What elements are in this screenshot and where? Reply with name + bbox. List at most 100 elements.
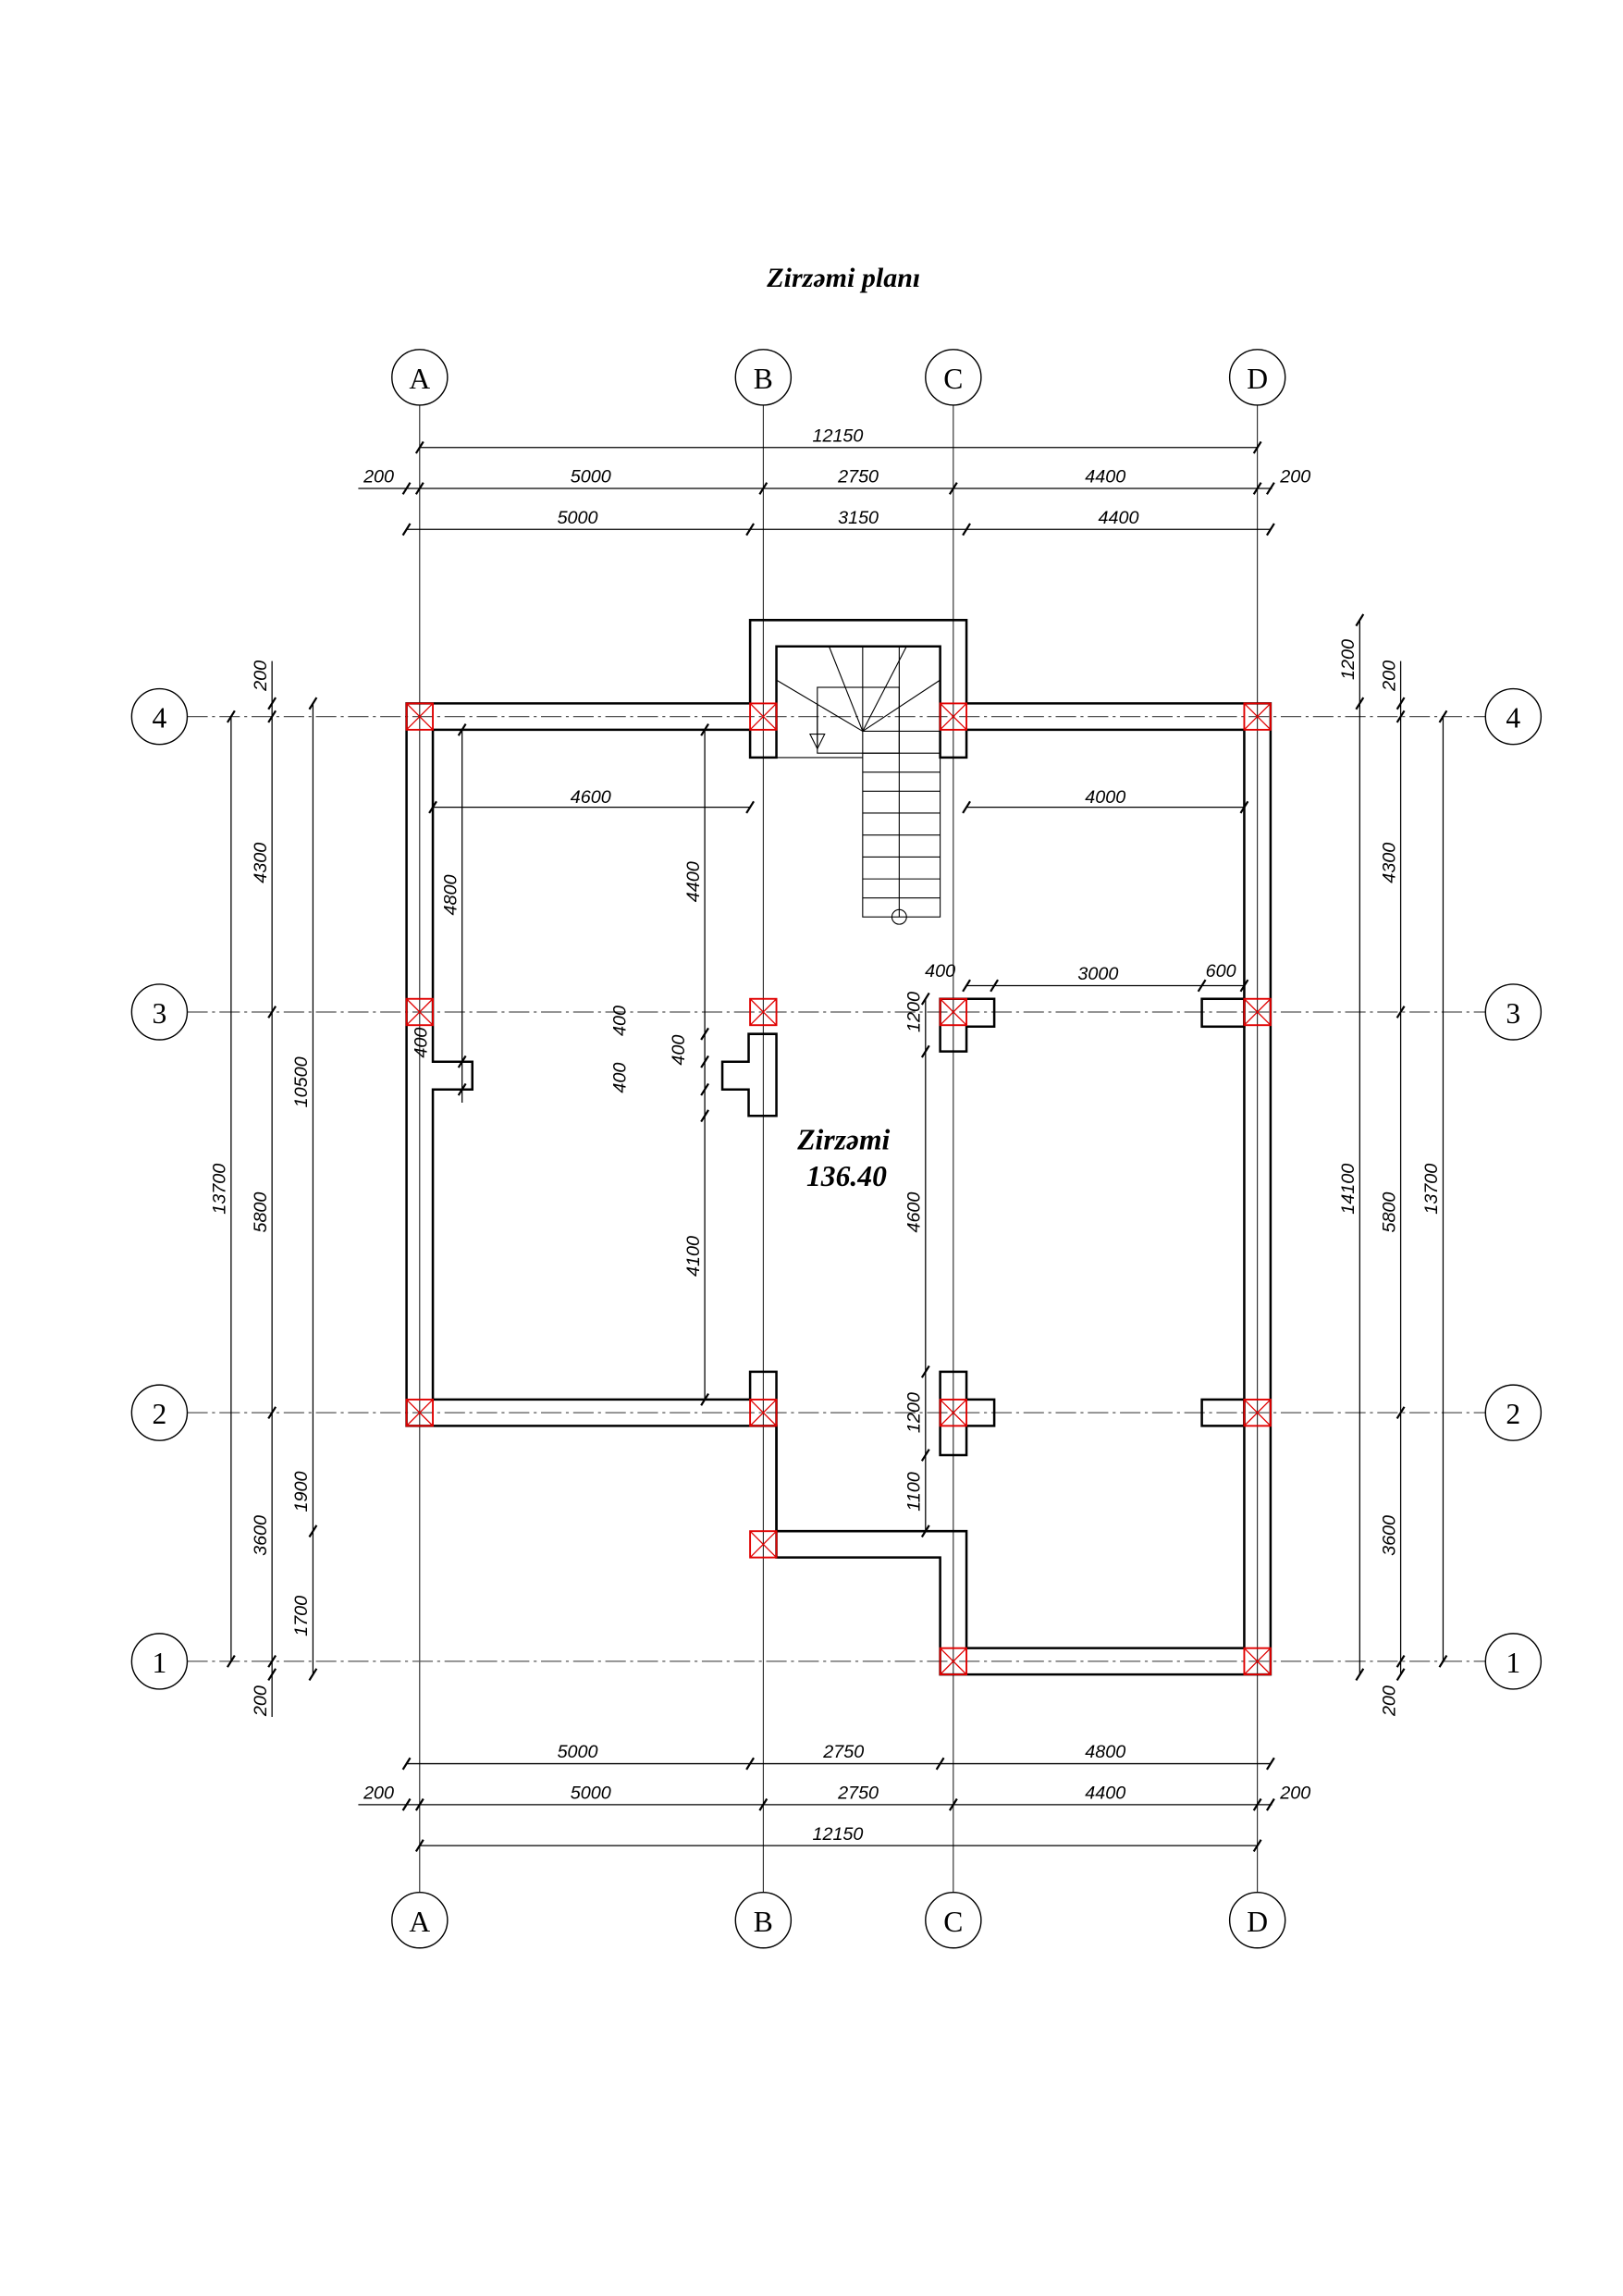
axis-bubble-d-top: D	[1228, 349, 1286, 406]
dimension-tick	[1197, 979, 1207, 993]
dim-c3-1200: 1200	[904, 992, 924, 1032]
dimension-tick	[920, 1044, 930, 1058]
dim-pier-b: 400	[669, 1035, 689, 1066]
dimension-tick	[401, 1797, 412, 1811]
dim-top-axes: 200	[1279, 467, 1310, 488]
dim-right-axes: 3600	[1379, 1515, 1399, 1556]
dimension-tick	[414, 482, 424, 495]
dim-pier-b: 400	[610, 1063, 631, 1093]
room-name: Zirzəmi	[796, 1124, 890, 1156]
dimension-tick	[1266, 1757, 1275, 1771]
dimension-tick	[1266, 523, 1275, 537]
dim-bottom-walls: 4800	[1085, 1742, 1125, 1762]
dimension-tick	[920, 992, 930, 1006]
svg-text:B: B	[754, 363, 773, 395]
dimension-tick	[226, 710, 236, 723]
dimension-tick	[1252, 482, 1262, 495]
dimension-tick	[1252, 440, 1262, 454]
stair-direction-arrow-icon	[809, 734, 826, 750]
dim-c3-d3: 3000	[1077, 964, 1118, 984]
pier-b3	[720, 1032, 778, 1117]
column-marker-icon	[939, 702, 968, 731]
dimension-tick	[457, 1055, 467, 1068]
dimension-tick	[1266, 1797, 1275, 1811]
dim-right-walls: 1200	[1338, 639, 1359, 680]
dimension-tick	[1396, 1406, 1406, 1420]
dimension-tick	[414, 1797, 424, 1811]
dimension-tick	[745, 1757, 755, 1771]
dimension-tick	[700, 1109, 709, 1123]
svg-text:2: 2	[153, 1398, 167, 1430]
dim-right-walls: 14100	[1338, 1164, 1359, 1215]
dimension-tick	[267, 1006, 277, 1018]
dim-right-axes: 200	[1379, 1685, 1399, 1717]
svg-text:4: 4	[153, 702, 167, 734]
dim-right-axes: 200	[1379, 660, 1399, 692]
dimension-tick	[920, 1449, 930, 1462]
dimension-tick	[990, 979, 1000, 993]
dim-bottom-axes: 2750	[837, 1783, 879, 1803]
dimension-tick	[267, 1406, 277, 1420]
axis-bubble-1-left: 1	[130, 1633, 189, 1690]
column-marker-icon	[1243, 1647, 1272, 1676]
axis-bubble-a-top: A	[391, 349, 449, 406]
dim-left-overall: 13700	[210, 1164, 230, 1215]
svg-text:B: B	[754, 1906, 773, 1938]
dimension-tick	[1252, 1839, 1262, 1852]
dimension-lines	[230, 447, 1445, 1846]
dimension-tick	[948, 1797, 958, 1811]
dimension-tick	[1438, 710, 1448, 723]
dim-left-axes: 200	[251, 660, 271, 692]
dimension-tick	[308, 697, 318, 710]
dim-left-walls: 1900	[291, 1472, 312, 1512]
dim-right-axes: 4300	[1379, 843, 1399, 883]
dimension-tick	[962, 523, 971, 537]
dim-c-1100: 1100	[904, 1472, 924, 1511]
dimension-tick	[700, 722, 709, 736]
axis-bubble-b-bottom: B	[734, 1891, 793, 1949]
dimension-tick	[1396, 1654, 1406, 1668]
svg-text:2: 2	[1506, 1398, 1520, 1430]
dim-top-overall: 12150	[812, 426, 863, 446]
dimension-tick	[920, 1524, 930, 1538]
drawing-title: Zirzəmi planı	[766, 263, 920, 293]
column-marker-icon	[1243, 702, 1272, 731]
column-marker-icon	[939, 997, 968, 1027]
pilaster-c2	[939, 1370, 996, 1457]
dimension-tick	[267, 697, 277, 710]
dimension-tick	[758, 1797, 768, 1811]
dim-bottom-axes: 200	[1279, 1783, 1310, 1803]
dimension-tick	[1355, 697, 1365, 710]
dim-top-axes: 5000	[571, 467, 611, 488]
dimension-ticks	[226, 440, 1448, 1852]
dimension-tick	[457, 1082, 467, 1096]
dim-pier-a: 400	[412, 1028, 432, 1058]
staircase	[776, 646, 941, 925]
dimension-tick	[226, 1654, 236, 1668]
dimension-tick	[962, 800, 971, 814]
dim-c2-1200: 1200	[904, 1392, 924, 1433]
dimension-tick	[1239, 800, 1249, 814]
dim-bottom-walls: 5000	[558, 1742, 598, 1762]
dim-interior-width-right: 4000	[1085, 787, 1125, 808]
dimension-tick	[414, 440, 424, 454]
dim-bottom-axes: 200	[363, 1783, 394, 1803]
dim-left-axes: 3600	[251, 1515, 271, 1556]
dimension-tick	[1438, 1654, 1448, 1668]
axis-bubble-c-top: C	[925, 349, 982, 406]
dim-d3-600: 600	[1206, 961, 1236, 981]
column-marker-icon	[1243, 997, 1272, 1027]
svg-text:3: 3	[1506, 997, 1520, 1030]
dimension-tick	[428, 800, 437, 814]
svg-text:C: C	[943, 1906, 963, 1938]
dimension-tick	[1252, 1797, 1262, 1811]
dimension-tick	[1266, 482, 1275, 495]
axis-bubble-4-left: 4	[130, 687, 189, 746]
dim-interior-height-a: 4800	[440, 875, 461, 916]
dim-top-axes: 2750	[837, 467, 879, 488]
axis-bubble-c-bottom: C	[925, 1891, 982, 1949]
dimension-tick	[962, 979, 971, 993]
dim-left-walls: 1700	[291, 1596, 312, 1636]
dimension-tick	[700, 1393, 709, 1406]
dimension-tick	[1396, 1006, 1406, 1018]
